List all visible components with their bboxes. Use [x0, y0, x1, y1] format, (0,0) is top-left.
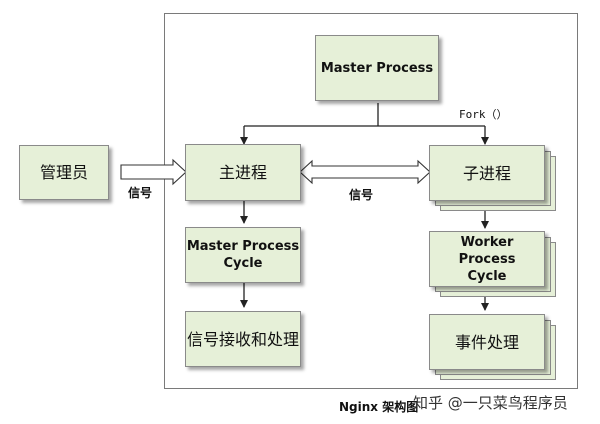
- master-cycle-label-line2: Cycle: [223, 256, 263, 271]
- worker-cycle-node: Worker Process Cycle: [429, 231, 545, 287]
- master-cycle-node: Master Process Cycle: [185, 227, 301, 283]
- child-process-label: 子进程: [462, 163, 511, 183]
- master-cycle-label-line1: Master Process: [186, 239, 300, 254]
- admin-signal-hollow-arrow: [120, 158, 187, 186]
- watermark: 知乎 @一只菜鸟程序员: [413, 394, 568, 412]
- signal-label-mid: 信号: [349, 188, 374, 202]
- master-process-label: Master Process: [320, 60, 434, 76]
- child-process-node: 子进程: [429, 145, 545, 201]
- diagram-caption: Nginx 架构图: [339, 400, 419, 414]
- master-process-node: Master Process: [315, 35, 439, 101]
- worker-cycle-label-line1: Worker Process: [458, 234, 516, 267]
- signal-handling-node: 信号接收和处理: [185, 311, 301, 367]
- signal-handling-label: 信号接收和处理: [186, 329, 299, 349]
- signal-label-left: 信号: [128, 186, 153, 200]
- main-process-label: 主进程: [218, 163, 267, 182]
- admin-label: 管理员: [39, 163, 88, 182]
- admin-node: 管理员: [19, 145, 109, 200]
- architecture-frame: [164, 13, 578, 389]
- worker-cycle-label-line2: Cycle: [467, 268, 507, 284]
- bidirectional-signal-arrow: [299, 159, 431, 185]
- fork-label: Fork（）: [459, 108, 508, 121]
- event-handling-label: 事件处理: [454, 332, 519, 352]
- main-process-node: 主进程: [185, 144, 301, 201]
- event-handling-node: 事件处理: [429, 314, 545, 370]
